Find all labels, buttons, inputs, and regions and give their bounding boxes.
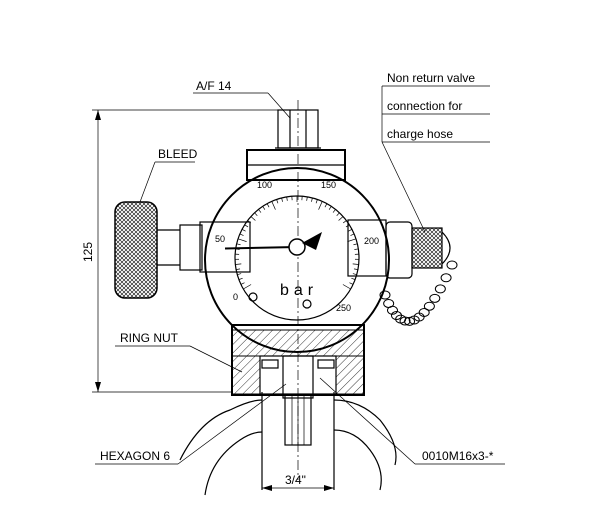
chain-link: [404, 316, 416, 326]
label-bleed: BLEED: [158, 147, 198, 161]
gauge-tick: [235, 263, 242, 265]
leader-part-number: 0010M16x3-*: [319, 377, 505, 465]
tick-label-150: 150: [321, 180, 336, 190]
gauge-tick: [266, 203, 270, 208]
gauge-tick: [352, 273, 357, 276]
gauge-tick: [353, 243, 358, 246]
gauge-tick: [332, 209, 336, 213]
gauge-tick: [348, 228, 353, 232]
gauge-pointer-tail: [302, 232, 322, 250]
chain-link: [429, 293, 441, 303]
charge-port-dome: [441, 231, 451, 265]
chain-link: [386, 305, 398, 315]
label-nrv-2: connection for: [387, 99, 462, 113]
non-return-valve: [347, 219, 451, 279]
dimension-thread-label: 3/4": [285, 473, 306, 487]
gauge-tick: [258, 209, 262, 213]
gauge-tick: [351, 277, 356, 280]
gauge-tick: [243, 284, 252, 290]
leader-nrv: Non return valve connection for charge h…: [381, 71, 490, 233]
gauge-tick: [318, 201, 323, 210]
gauge-tick: [241, 228, 246, 232]
label-ring-nut: RING NUT: [120, 331, 179, 345]
dimension-thread: 3/4": [262, 473, 334, 491]
chain-link: [434, 284, 446, 294]
gauge-tick: [239, 233, 244, 236]
gauge-tick: [328, 206, 332, 210]
chain-link: [423, 301, 435, 311]
ring-nut-section: [231, 324, 365, 399]
gauge-tick: [342, 284, 351, 290]
gauge-tick: [349, 282, 354, 285]
bleed-valve: [114, 201, 251, 299]
chain-link: [379, 290, 391, 300]
gauge-tick: [324, 203, 328, 208]
gauge-tick: [240, 282, 245, 285]
gauge-tick: [354, 248, 359, 250]
gauge-tick: [236, 243, 241, 246]
label-af14: A/F 14: [196, 79, 232, 93]
gauge-tick: [250, 216, 256, 221]
tick-label-200: 200: [364, 236, 379, 246]
gauge-tick: [350, 233, 355, 236]
gauge-tick: [315, 199, 318, 204]
gauge-tick: [236, 268, 241, 270]
cylinder-valve-outline: [179, 399, 397, 496]
gauge-tick: [237, 238, 247, 242]
gauge-tick: [306, 196, 308, 201]
gauge-needle-hub: [288, 238, 306, 256]
leader-ring-nut: RING NUT: [115, 331, 243, 373]
chain-link: [418, 307, 430, 317]
dimension-125: 125: [81, 109, 278, 393]
leader-hexagon: HEXAGON 6: [95, 383, 287, 465]
gauge-tick: [342, 220, 347, 224]
gauge-tick: [353, 268, 358, 270]
gauge-tick: [276, 199, 279, 204]
cap-chain: [379, 260, 458, 326]
label-nrv-3: charge hose: [387, 127, 453, 141]
chain-link: [399, 316, 411, 326]
tick-label-250: 250: [336, 303, 351, 313]
gauge-tick: [237, 273, 242, 276]
gauge-unit: bar: [280, 282, 318, 299]
gauge-tick: [238, 277, 243, 280]
gauge-tick: [262, 206, 266, 210]
gauge-tick: [338, 216, 344, 221]
chain-link: [440, 273, 452, 283]
gauge-tick: [281, 197, 283, 202]
label-nrv-1: Non return valve: [387, 71, 475, 85]
top-hex-nut: [275, 109, 321, 149]
gauge-tick: [271, 201, 276, 210]
chain-link: [446, 260, 458, 270]
tick-label-0: 0: [233, 292, 238, 302]
gauge-tick: [352, 263, 359, 265]
tick-label-100: 100: [257, 180, 272, 190]
valve-body: [246, 149, 346, 181]
dimension-125-label: 125: [81, 242, 95, 262]
connector-stem: [261, 392, 335, 490]
label-hexagon: HEXAGON 6: [100, 449, 170, 463]
gauge-needle: [224, 246, 298, 250]
tick-label-50: 50: [215, 234, 225, 244]
bleed-knob: [114, 201, 158, 299]
gauge-tick: [336, 212, 340, 216]
gauge-tick: [254, 212, 258, 216]
gauge-tick-marks: [235, 196, 359, 290]
leader-af14: A/F 14: [193, 79, 291, 119]
gauge-tick: [347, 238, 357, 242]
charge-port-cap: [411, 227, 443, 269]
gauge-tick: [244, 224, 249, 228]
label-part-number: 0010M16x3-*: [422, 449, 494, 463]
gauge-tick: [286, 196, 288, 201]
gauge-tick: [311, 197, 313, 202]
leader-bleed: BLEED: [139, 147, 198, 203]
